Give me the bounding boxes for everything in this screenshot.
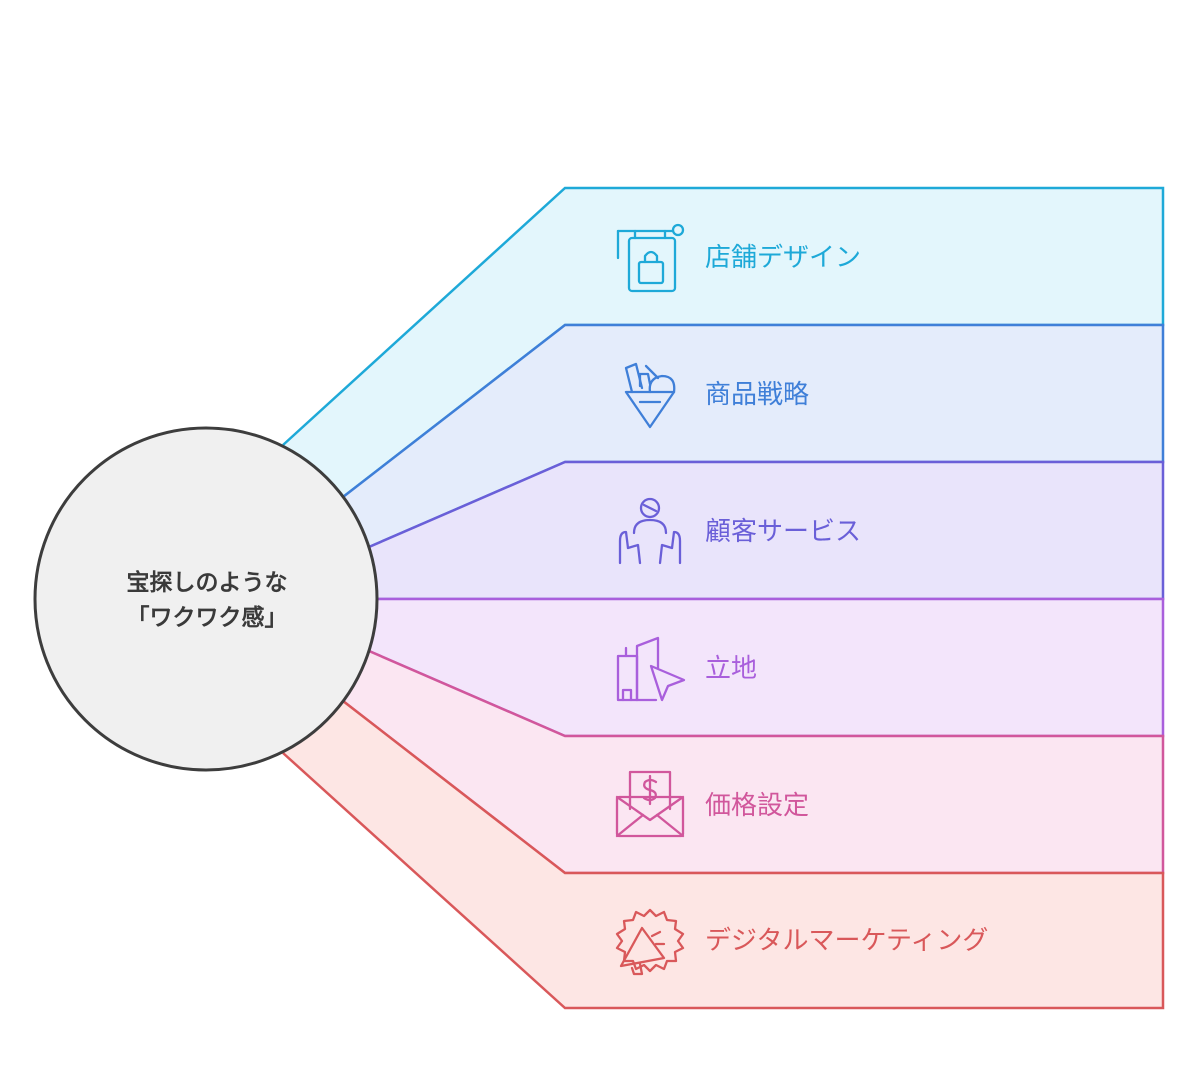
item-label-digital-marketing: デジタルマーケティング [705,926,988,956]
band-5 [282,700,1165,1010]
band-4-fill [343,651,1163,873]
band-2-fill [369,462,1163,599]
shop-sign-bag-icon [616,223,685,293]
center-label-line2: 「ワクワク感」 [127,604,288,631]
band-0-fill [283,188,1163,497]
center-label-line1: 宝探しのような [127,569,288,596]
item-label-pricing: 価格設定 [705,791,809,821]
buildings-cursor-icon [616,636,686,702]
item-label-product-strategy: 商品戦略 [705,380,809,410]
band-5-outline [282,700,1165,1010]
center-node: 宝探しのような 「ワクワク感」 [33,426,379,772]
item-label-store-design: 店舗デザイン [705,243,861,273]
band-5-fill [283,701,1163,1008]
band-1-fill [343,325,1163,547]
center-circle [33,426,379,772]
person-hands-icon [618,497,682,565]
product-cone-icon [624,362,676,429]
envelope-dollar-icon [615,770,685,838]
item-label-location: 立地 [705,654,757,684]
item-label-customer-service: 顧客サービス [705,517,861,547]
megaphone-badge-icon [615,908,685,976]
band-3-fill [369,599,1163,736]
